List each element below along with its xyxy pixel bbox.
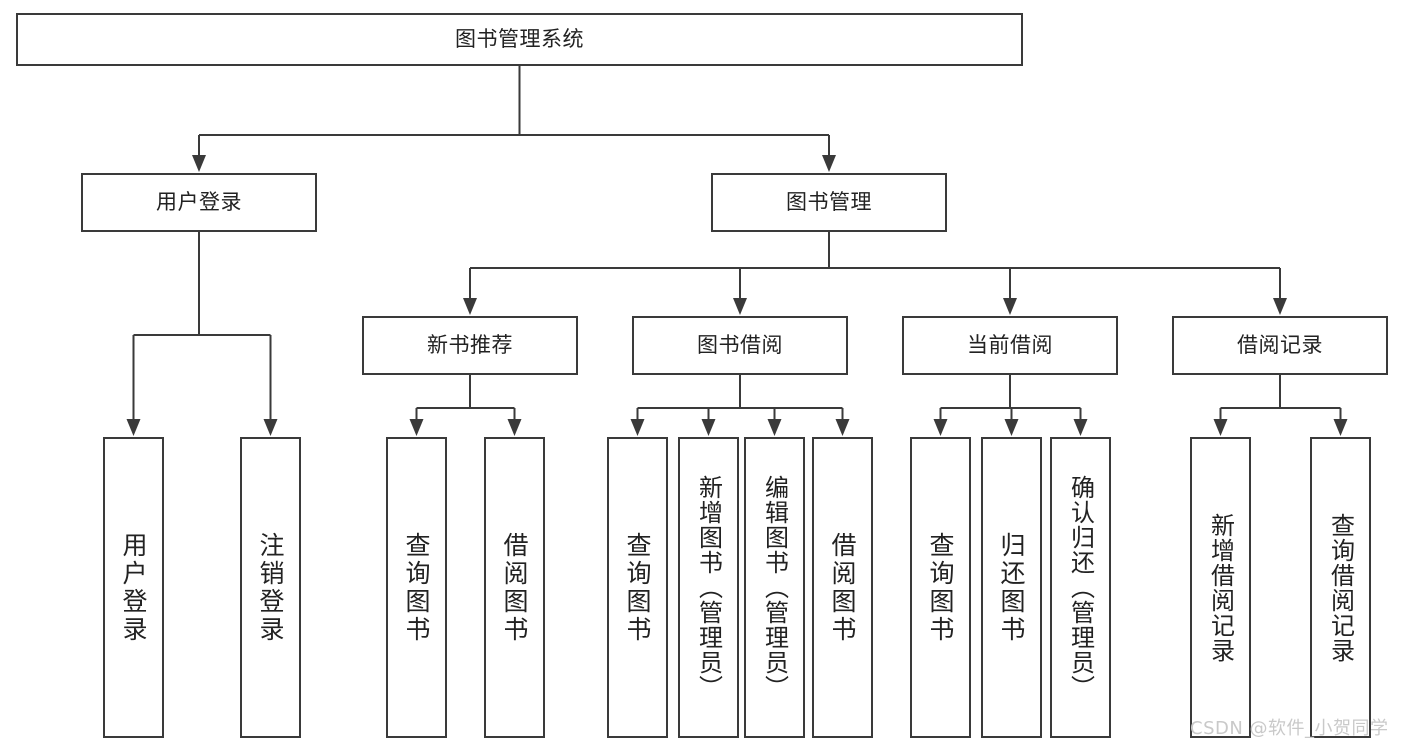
node-label-leaf-q-book-1: 查询图书 xyxy=(402,531,431,644)
node-label-leaf-q-book-3: 查询图书 xyxy=(926,531,955,644)
node-label-leaf-borrow-1: 借阅图书 xyxy=(500,531,529,644)
node-label-current-borrow: 当前借阅 xyxy=(967,333,1053,358)
node-label-new-book-rec: 新书推荐 xyxy=(427,333,513,358)
csdn-watermark: CSDN @软件_小贺同学 xyxy=(1190,718,1389,739)
arrowhead-leaf-confirm xyxy=(1073,419,1088,436)
node-leaf-q-book-2[interactable]: 查询图书 xyxy=(607,437,668,738)
node-leaf-user-login[interactable]: 用户登录 xyxy=(103,437,164,738)
node-label-leaf-logout: 注销登录 xyxy=(256,531,285,644)
node-label-book-borrow: 图书借阅 xyxy=(697,333,783,358)
node-label-leaf-user-login: 用户登录 xyxy=(119,531,148,644)
node-user-login[interactable]: 用户登录 xyxy=(81,173,317,232)
node-label-leaf-query-rec: 查询借阅记录 xyxy=(1326,512,1355,663)
node-borrow-record[interactable]: 借阅记录 xyxy=(1172,316,1388,375)
node-leaf-borrow-2[interactable]: 借阅图书 xyxy=(812,437,873,738)
node-leaf-query-rec[interactable]: 查询借阅记录 xyxy=(1310,437,1371,738)
node-label-leaf-return: 归还图书 xyxy=(997,531,1026,644)
arrowhead-leaf-user-login xyxy=(126,419,141,436)
arrowhead-leaf-edit-book xyxy=(767,419,782,436)
node-leaf-add-book[interactable]: 新增图书（管理员） xyxy=(678,437,739,738)
node-label-leaf-edit-book: 编辑图书（管理员） xyxy=(760,475,789,700)
arrowhead-borrow-record xyxy=(1273,298,1287,315)
node-leaf-return[interactable]: 归还图书 xyxy=(981,437,1042,738)
node-leaf-q-book-1[interactable]: 查询图书 xyxy=(386,437,447,738)
node-label-leaf-borrow-2: 借阅图书 xyxy=(828,531,857,644)
node-label-leaf-add-rec: 新增借阅记录 xyxy=(1206,512,1235,663)
arrowhead-leaf-add-book xyxy=(701,419,716,436)
arrowhead-user-login xyxy=(192,155,206,172)
node-book-borrow[interactable]: 图书借阅 xyxy=(632,316,848,375)
node-label-book-manage: 图书管理 xyxy=(786,190,872,215)
node-new-book-rec[interactable]: 新书推荐 xyxy=(362,316,578,375)
arrowhead-new-book-rec xyxy=(463,298,477,315)
node-label-leaf-q-book-2: 查询图书 xyxy=(623,531,652,644)
node-leaf-logout[interactable]: 注销登录 xyxy=(240,437,301,738)
node-book-manage[interactable]: 图书管理 xyxy=(711,173,947,232)
arrowhead-book-borrow xyxy=(733,298,747,315)
arrowhead-leaf-borrow-1 xyxy=(507,419,522,436)
node-leaf-confirm[interactable]: 确认归还（管理员） xyxy=(1050,437,1111,738)
arrowhead-leaf-q-book-2 xyxy=(630,419,645,436)
node-label-leaf-confirm: 确认归还（管理员） xyxy=(1066,475,1095,700)
node-current-borrow[interactable]: 当前借阅 xyxy=(902,316,1118,375)
node-label-user-login: 用户登录 xyxy=(156,190,242,215)
node-label-leaf-add-book: 新增图书（管理员） xyxy=(694,475,723,700)
arrowhead-leaf-borrow-2 xyxy=(835,419,850,436)
arrowhead-leaf-query-rec xyxy=(1333,419,1348,436)
node-label-borrow-record: 借阅记录 xyxy=(1237,333,1323,358)
node-root[interactable]: 图书管理系统 xyxy=(16,13,1023,66)
node-leaf-edit-book[interactable]: 编辑图书（管理员） xyxy=(744,437,805,738)
arrowhead-book-manage xyxy=(822,155,836,172)
arrowhead-leaf-add-rec xyxy=(1213,419,1228,436)
arrowhead-leaf-q-book-3 xyxy=(933,419,948,436)
arrowhead-leaf-q-book-1 xyxy=(409,419,424,436)
arrowhead-leaf-return xyxy=(1004,419,1019,436)
node-label-root: 图书管理系统 xyxy=(455,27,584,52)
arrowhead-current-borrow xyxy=(1003,298,1017,315)
node-leaf-borrow-1[interactable]: 借阅图书 xyxy=(484,437,545,738)
node-leaf-add-rec[interactable]: 新增借阅记录 xyxy=(1190,437,1251,738)
node-leaf-q-book-3[interactable]: 查询图书 xyxy=(910,437,971,738)
arrowhead-leaf-logout xyxy=(263,419,278,436)
